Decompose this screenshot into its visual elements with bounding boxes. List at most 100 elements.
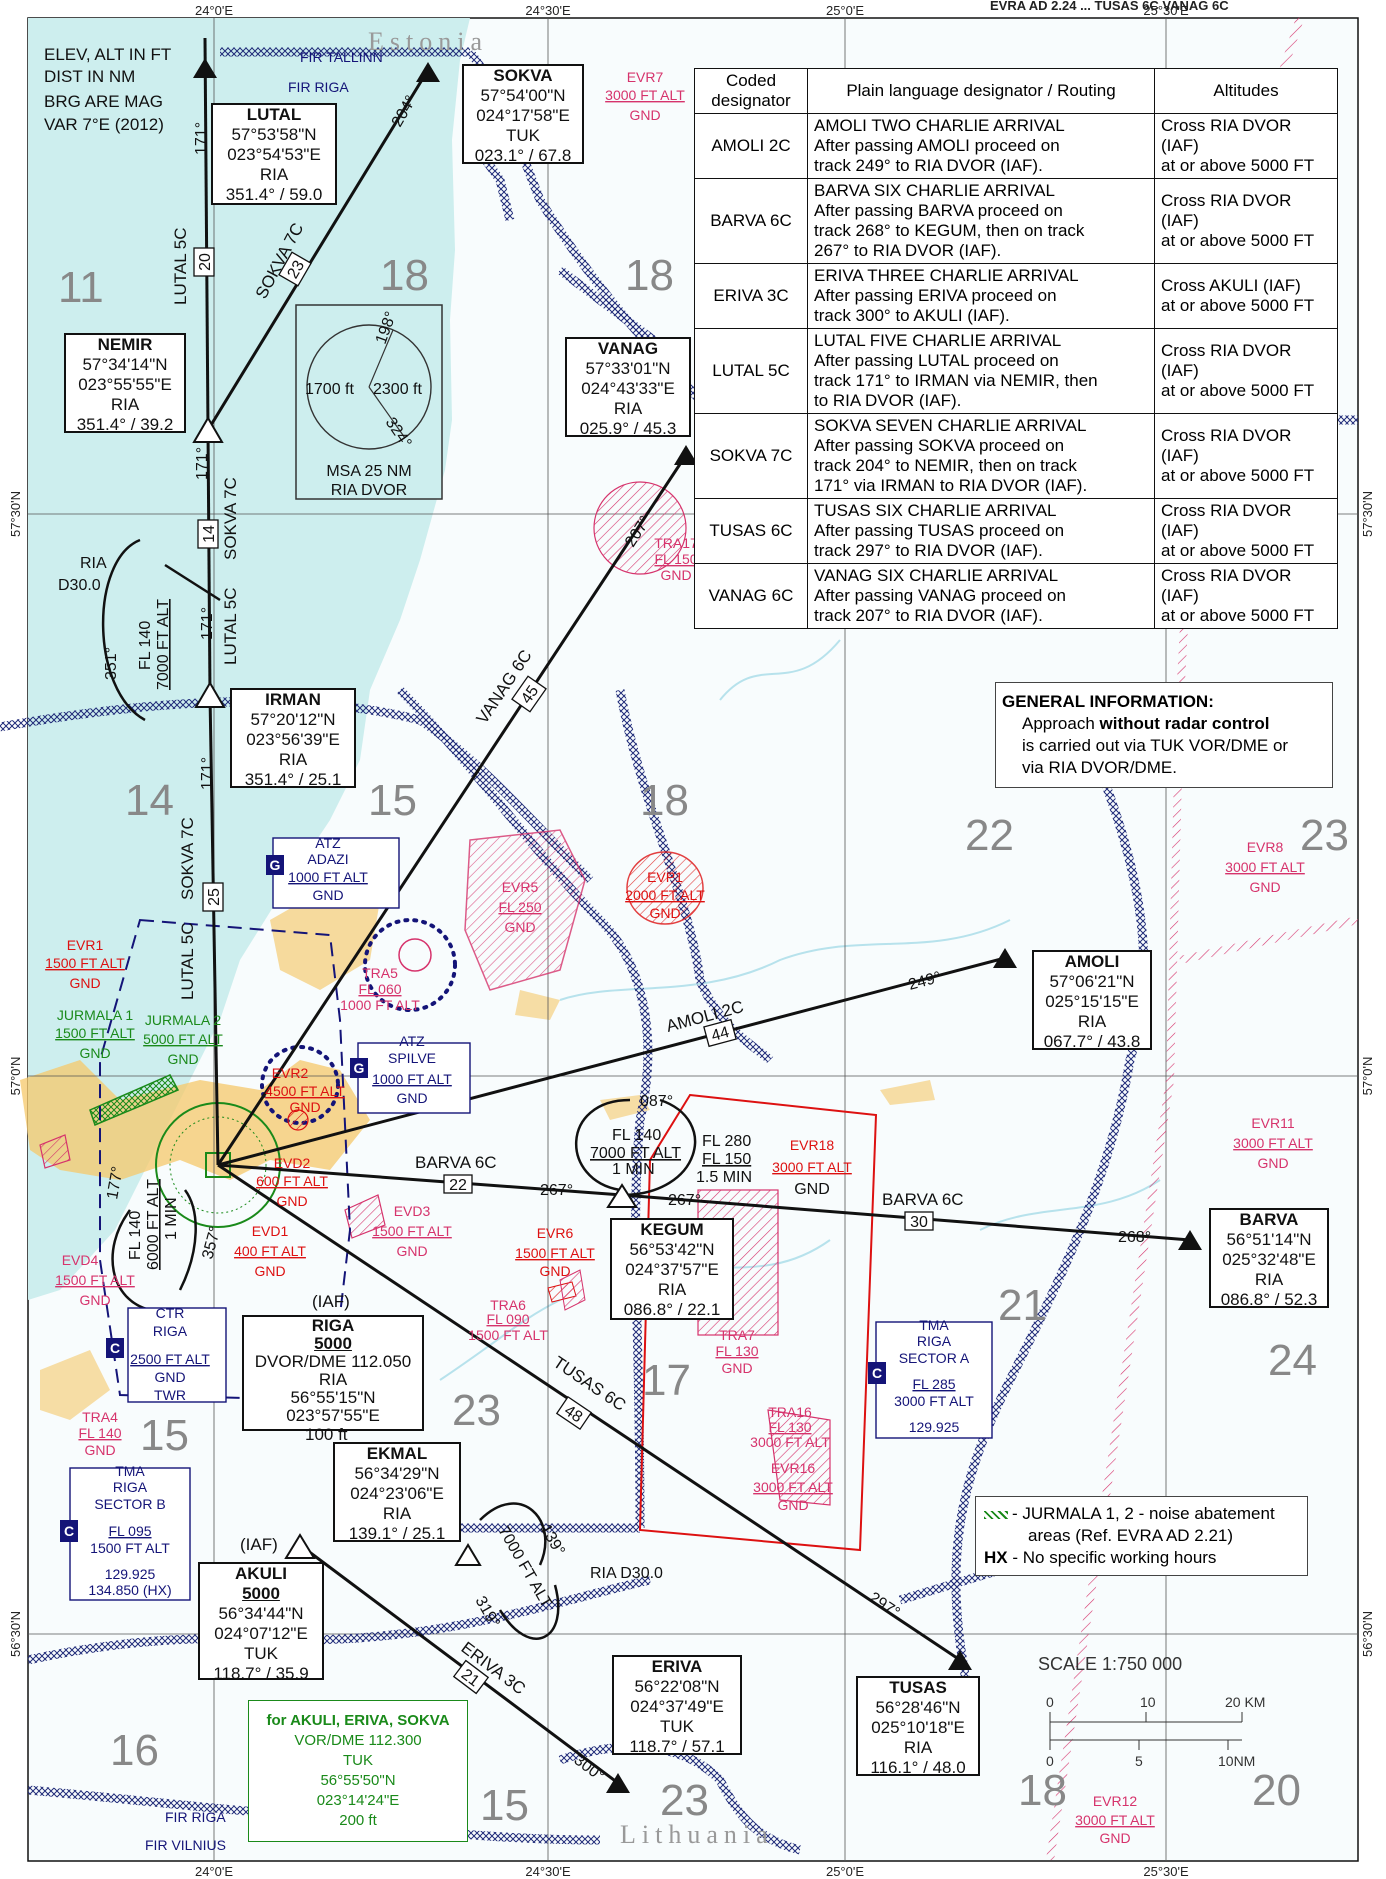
amoli-ref: RIA (1077, 1012, 1107, 1031)
hold-kegum-l-alt: 7000 FT ALT (590, 1145, 681, 1162)
sector-21: 21 (998, 1281, 1047, 1330)
row-code: SOKVA 7C (694, 413, 808, 499)
lutal-lon: 023°54'53"E (227, 145, 321, 164)
scale-title: SCALE 1:750 000 (1038, 1654, 1182, 1674)
evd2-n: EVD2 (274, 1155, 311, 1171)
atz-spilve-a: 1000 FT ALT (372, 1071, 452, 1087)
tra6-n: TRA6 (490, 1297, 526, 1313)
evr11-a: 3000 FT ALT (1233, 1135, 1313, 1151)
sector-23c: 23 (660, 1776, 709, 1825)
tra7-a: FL 130 (715, 1343, 758, 1359)
tma-a-a: 3000 FT ALT (894, 1393, 974, 1409)
scale-nm-1: 5 (1135, 1753, 1143, 1769)
evr6-g: GND (539, 1263, 570, 1279)
evd2-a: 600 FT ALT (256, 1173, 328, 1189)
evd4-g: GND (79, 1292, 110, 1308)
note-var: VAR 7°E (2012) (44, 115, 164, 134)
brg-171-d: 171° (199, 757, 216, 790)
grat-left-0: 57°30'N (8, 491, 23, 537)
vanag-brg: 025.9° / 45.3 (579, 419, 677, 438)
tra16-n: TRA16 (768, 1404, 812, 1420)
tma-a-class: C (872, 1365, 882, 1381)
tuk-ident: TUK (343, 1752, 373, 1769)
row-code: AMOLI 2C (694, 113, 808, 179)
scale-km-1: 10 (1140, 1694, 1156, 1710)
tra17-a: FL 150 (654, 551, 697, 567)
info-l1b: without radar control (1099, 714, 1270, 733)
tusas-lat: 56°28'46"N (875, 1698, 961, 1717)
dist-14: 14 (201, 525, 218, 543)
scale-nm-2: 10NM (1218, 1753, 1255, 1769)
legend-l2: areas (Ref. EVRA AD 2.21) (1028, 1526, 1234, 1545)
th-route: Plain language designator / Routing (807, 68, 1155, 114)
sector-18a: 18 (380, 251, 429, 300)
sector-20: 20 (1252, 1766, 1301, 1815)
barva-ref: RIA (1254, 1270, 1284, 1289)
evr7-n: EVR7 (627, 69, 664, 85)
msa-ref: RIA DVOR (331, 482, 407, 499)
waypoint-ekmal: EKMAL 56°34'29"N 024°23'06"E RIA 139.1° … (333, 1442, 461, 1543)
label-lutal5c-c: LUTAL 5C (178, 923, 197, 1000)
evr16-n: EVR16 (771, 1460, 816, 1476)
label-sokva7c-b: SOKVA 7C (221, 477, 240, 560)
evr11-g: GND (1257, 1155, 1288, 1171)
atz-adazi-n: ATZ (315, 835, 341, 851)
atc-boxes (69, 837, 993, 1601)
barva-brg: 086.8° / 52.3 (1220, 1290, 1318, 1309)
hold-riga-min: 1 MIN (163, 1197, 180, 1240)
atz-adazi-g: GND (312, 887, 343, 903)
akuli-ref: TUK (244, 1644, 278, 1663)
evr6-a: 1500 FT ALT (515, 1245, 595, 1261)
nemir-name: NEMIR (97, 335, 153, 354)
grat-bot-3: 25°30'E (1143, 1864, 1189, 1879)
irman-name: IRMAN (265, 690, 321, 709)
tra16-g: 3000 FT ALT (750, 1434, 830, 1450)
tra4-g: GND (84, 1442, 115, 1458)
akuli-brg: 118.7° / 35.9 (213, 1664, 309, 1683)
hold-kegum-l-min: 1 MIN (612, 1161, 655, 1178)
evr18-a: 3000 FT ALT (772, 1159, 852, 1175)
note-brg: BRG ARE MAG (44, 92, 163, 111)
evr18-g: GND (794, 1181, 830, 1198)
atz-adazi-s: ADAZI (307, 851, 348, 867)
header-fragment: EVRA AD 2.24 ... TUSAS 6C VANAG 6C (990, 0, 1229, 13)
brg-087: 087° (640, 1093, 673, 1110)
row-alt: Cross RIA DVOR (IAF)at or above 5000 FT (1154, 113, 1338, 179)
tma-b-f1: 129.925 (105, 1566, 156, 1582)
row-alt: Cross RIA DVOR (IAF)at or above 5000 FT (1154, 413, 1338, 499)
grat-right-1: 57°0'N (1360, 1057, 1375, 1096)
vanag-name: VANAG (597, 339, 659, 358)
kegum-name: KEGUM (640, 1220, 704, 1239)
brg-267-a: 267° (540, 1182, 573, 1199)
legend-hx: HX (984, 1548, 1008, 1567)
msa-title: MSA 25 NM (326, 463, 411, 480)
eriva-brg: 118.7° / 57.1 (629, 1737, 725, 1756)
evr12-a: 3000 FT ALT (1075, 1812, 1155, 1828)
sokva-ref: TUK (506, 126, 540, 145)
tra6-g: 1500 FT ALT (468, 1327, 548, 1343)
evd4-a: 1500 FT ALT (55, 1272, 135, 1288)
grat-right-0: 57°30'N (1360, 491, 1375, 537)
tra7-g: GND (721, 1360, 752, 1376)
brg-171-c: 171° (199, 607, 216, 640)
evr2-g: GND (289, 1099, 320, 1115)
waypoint-eriva: ERIVA 56°22'08"N 024°37'49"E TUK 118.7° … (612, 1655, 742, 1756)
evd3-g: GND (396, 1243, 427, 1259)
tma-a-s2: SECTOR A (899, 1350, 970, 1366)
tuk-lat: 56°55'50"N (320, 1772, 396, 1789)
irman-brg: 351.4° / 25.1 (244, 770, 342, 789)
riga-alt: 5000 (314, 1334, 352, 1353)
note-dist: DIST IN NM (44, 67, 135, 86)
tma-b-fl: FL 095 (108, 1523, 151, 1539)
evd1-n: EVD1 (252, 1223, 289, 1239)
th-code: Coded designator (694, 68, 808, 114)
tma-b-s: RIGA (113, 1479, 148, 1495)
sector-18c: 18 (640, 776, 689, 825)
eriva-lon: 024°37'49"E (630, 1697, 724, 1716)
ekmal-name: EKMAL (366, 1444, 428, 1463)
evr6-n: EVR6 (537, 1225, 574, 1241)
legend-l3: - No specific working hours (1012, 1548, 1217, 1567)
row-code: BARVA 6C (694, 178, 808, 264)
